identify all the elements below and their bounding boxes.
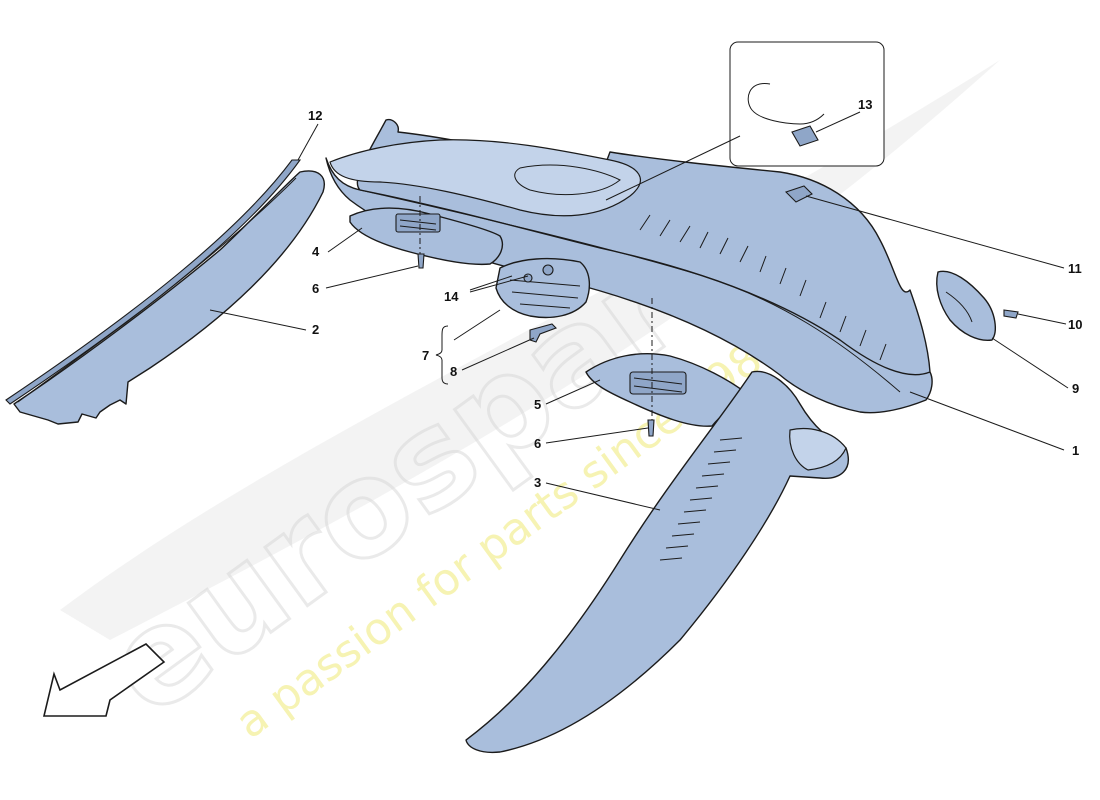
bracket-7-8 <box>435 325 449 385</box>
seal-strip <box>5 159 302 405</box>
callout-1: 1 <box>1072 443 1079 458</box>
headliner-front-rail <box>329 139 641 217</box>
seal-strip-body <box>5 159 302 405</box>
direction-arrow-shape <box>42 643 166 717</box>
leader-1 <box>909 391 1065 451</box>
headliner-ribs <box>639 214 887 361</box>
screw-lower <box>647 419 655 437</box>
handle-cover <box>936 270 996 341</box>
roof-clip-body <box>784 185 813 203</box>
left-sun-visor <box>349 207 504 266</box>
leader-5 <box>545 379 601 405</box>
detail-inset-frame <box>729 41 885 167</box>
leader-inset <box>605 135 741 201</box>
roof-clip <box>784 185 813 203</box>
leader-8 <box>461 337 535 371</box>
right-sun-visor-mirror <box>633 377 683 393</box>
callout-6b: 6 <box>534 436 541 451</box>
screw-upper-body <box>417 253 425 269</box>
right-pillar-trim <box>465 370 849 754</box>
small-screw <box>1003 309 1019 319</box>
leader-4 <box>327 227 363 253</box>
left-sun-visor-mirror <box>399 219 437 231</box>
right-pillar-trim-vents <box>659 437 743 561</box>
leader-14b <box>469 275 529 293</box>
leader-10 <box>1017 313 1067 325</box>
small-screw-body <box>1003 309 1019 319</box>
callout-5: 5 <box>534 397 541 412</box>
leader-11 <box>805 195 1065 269</box>
leader-9 <box>991 337 1069 389</box>
headliner-inner-edge <box>359 189 901 393</box>
leader-lines <box>209 111 1069 511</box>
detail-inset-wire <box>747 83 825 125</box>
right-pillar-trim-flange <box>789 427 847 471</box>
callout-6a: 6 <box>312 281 319 296</box>
a-pillar-trim-body <box>13 170 325 425</box>
screw-lower-body <box>647 419 655 437</box>
screw-upper <box>417 253 425 269</box>
headliner-cutout <box>514 164 621 196</box>
roof-console-button-a <box>542 264 554 276</box>
right-sun-visor-clip <box>629 371 687 395</box>
a-pillar-trim <box>13 170 325 425</box>
callout-3: 3 <box>534 475 541 490</box>
roof-console-button-b <box>523 273 533 283</box>
callout-13: 13 <box>858 97 872 112</box>
leader-console <box>453 309 501 341</box>
leader-3 <box>545 482 661 511</box>
roof-console-details <box>509 279 581 309</box>
leader-12 <box>297 123 319 161</box>
leader-2 <box>209 309 307 331</box>
leader-13 <box>815 111 861 133</box>
direction-arrow <box>42 643 166 717</box>
callout-8: 8 <box>450 364 457 379</box>
callout-7: 7 <box>422 348 429 363</box>
callout-12: 12 <box>308 108 322 123</box>
leader-6b <box>545 427 649 444</box>
detail-inset <box>729 41 885 167</box>
callout-10: 10 <box>1068 317 1082 332</box>
right-sun-visor <box>585 353 751 427</box>
leader-14a <box>469 275 513 291</box>
callout-labels: 1 2 3 4 5 6 6 7 8 9 10 11 12 13 14 <box>308 97 1082 490</box>
callout-9: 9 <box>1072 381 1079 396</box>
detail-inset-clip <box>791 125 819 147</box>
left-sun-visor-clip <box>395 213 441 233</box>
roof-console-body <box>495 257 591 319</box>
callout-14: 14 <box>444 289 459 304</box>
callout-11: 11 <box>1068 261 1082 276</box>
left-sun-visor-body <box>349 207 504 266</box>
handle-cover-recess <box>945 291 973 323</box>
callout-2: 2 <box>312 322 319 337</box>
leader-6a <box>325 265 419 289</box>
roof-console <box>495 257 591 319</box>
callout-4: 4 <box>312 244 320 259</box>
handle-cover-body <box>936 270 996 341</box>
